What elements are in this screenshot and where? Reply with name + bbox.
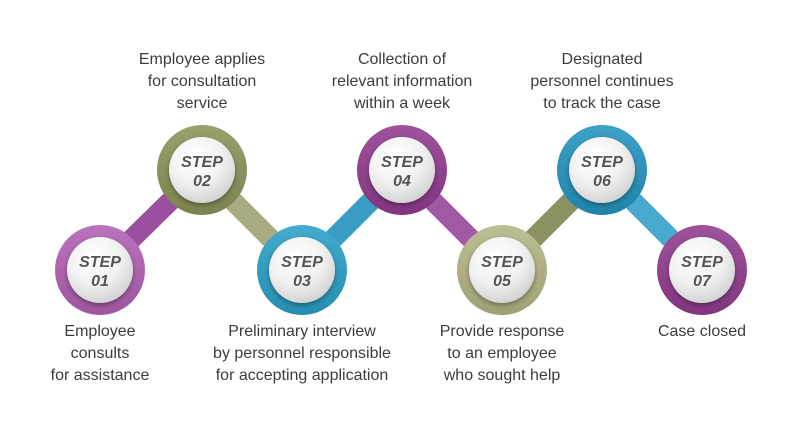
step-disc bbox=[569, 137, 635, 203]
nodes-layer: STEP01STEP02STEP03STEP04STEP05STEP06STEP… bbox=[55, 125, 747, 315]
step-disc bbox=[369, 137, 435, 203]
caption-line: Collection of bbox=[357, 51, 447, 68]
step-disc bbox=[269, 237, 335, 303]
step-number: 07 bbox=[693, 273, 712, 290]
step-number: 01 bbox=[91, 273, 109, 290]
step-label: STEP bbox=[681, 254, 723, 271]
step-label: STEP bbox=[79, 254, 121, 271]
step-label: STEP bbox=[381, 154, 423, 171]
step-number: 02 bbox=[193, 173, 211, 190]
step-label: STEP bbox=[581, 154, 623, 171]
step-disc bbox=[469, 237, 535, 303]
step-disc bbox=[669, 237, 735, 303]
step-number: 04 bbox=[393, 173, 411, 190]
step-caption-07: Case closed bbox=[592, 321, 805, 343]
step-node-03: STEP 03 bbox=[257, 225, 347, 315]
step-node-01: STEP 01 bbox=[55, 225, 145, 315]
step-label: STEP bbox=[281, 254, 323, 271]
step-disc bbox=[67, 237, 133, 303]
caption-line: who sought help bbox=[443, 367, 561, 384]
step-number: 03 bbox=[293, 273, 311, 290]
step-node-04: STEP 04 bbox=[357, 125, 447, 215]
caption-line: Designated bbox=[561, 51, 643, 68]
caption-line: relevant information bbox=[331, 73, 473, 90]
step-node-06: STEP 06 bbox=[557, 125, 647, 215]
caption-line: to an employee bbox=[447, 345, 557, 362]
step-caption-06: Designated personnel continues to track th… bbox=[492, 49, 712, 115]
caption-line: to track the case bbox=[543, 95, 661, 112]
step-disc bbox=[169, 137, 235, 203]
step-node-05: STEP 05 bbox=[457, 225, 547, 315]
caption-line: Employee applies bbox=[138, 51, 266, 68]
caption-line: Case closed bbox=[657, 323, 747, 340]
step-caption-03: Preliminary interview by personnel respon… bbox=[192, 321, 412, 387]
step-caption-02: Employee applies for consultation service bbox=[92, 49, 312, 115]
step-caption-01: Employee consults for assistance bbox=[0, 321, 210, 387]
caption-line: personnel continues bbox=[530, 73, 674, 90]
step-node-02: STEP 02 bbox=[157, 125, 247, 215]
caption-line: consults bbox=[70, 345, 130, 362]
step-number: 06 bbox=[593, 173, 611, 190]
caption-line: Preliminary interview bbox=[228, 323, 376, 340]
caption-line: for assistance bbox=[50, 367, 150, 384]
caption-line: Provide response bbox=[439, 323, 565, 340]
step-label: STEP bbox=[481, 254, 523, 271]
step-caption-04: Collection of relevant information within … bbox=[292, 49, 512, 115]
step-label: STEP bbox=[181, 154, 223, 171]
step-node-07: STEP 07 bbox=[657, 225, 747, 315]
step-number: 05 bbox=[493, 273, 512, 290]
caption-line: service bbox=[176, 95, 228, 112]
caption-line: within a week bbox=[353, 95, 451, 112]
step-caption-05: Provide response to an employee who sought… bbox=[392, 321, 612, 387]
caption-line: for accepting application bbox=[215, 367, 389, 384]
caption-line: Employee bbox=[64, 323, 136, 340]
caption-line: for consultation bbox=[147, 73, 257, 90]
caption-line: by personnel responsible bbox=[213, 345, 391, 362]
